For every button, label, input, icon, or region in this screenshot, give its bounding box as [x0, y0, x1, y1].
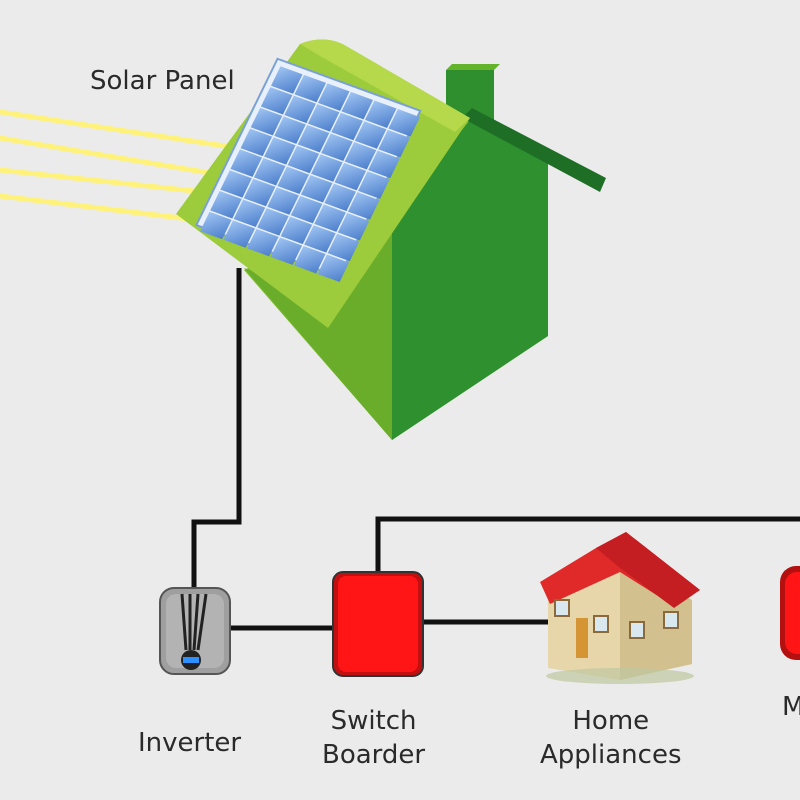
- meter-icon: [780, 566, 800, 660]
- solar-cell: [304, 225, 336, 253]
- solar-panel-label: Solar Panel: [90, 66, 235, 96]
- solar-cell: [200, 211, 232, 240]
- solar-cell: [297, 124, 330, 153]
- solar-cell: [270, 237, 303, 265]
- solar-cell: [287, 145, 320, 174]
- solar-cell: [280, 216, 313, 245]
- solar-cell: [368, 150, 400, 179]
- solar-cell: [274, 116, 306, 144]
- solar-cell: [260, 87, 293, 115]
- solar-panel-icon: [195, 57, 422, 283]
- solar-cell: [220, 170, 252, 198]
- inverter-icon: [159, 587, 231, 675]
- solar-cell: [341, 91, 374, 120]
- solar-cell: [243, 178, 276, 207]
- solar-cell: [267, 187, 299, 215]
- inverter-label: Inverter: [138, 728, 242, 758]
- solar-cell: [240, 128, 273, 157]
- solar-cell: [277, 166, 310, 194]
- wire-switch-to-meter: [375, 516, 800, 572]
- meter-label: M: [782, 692, 800, 722]
- solar-cell: [230, 149, 263, 177]
- solar-cell: [223, 220, 256, 248]
- solar-cell: [294, 245, 326, 274]
- solar-cell: [284, 95, 316, 124]
- wires: [191, 268, 800, 631]
- solar-cell: [294, 74, 327, 103]
- wire-panel-to-inverter: [191, 268, 242, 590]
- solar-cell: [264, 137, 296, 165]
- solar-cell: [210, 191, 242, 219]
- home-appliances-icon: [540, 532, 700, 684]
- switch-boarder-label: Switch Boarder: [322, 706, 426, 770]
- solar-cell: [337, 212, 370, 241]
- solar-cell: [321, 133, 353, 161]
- solar-cell: [358, 171, 390, 199]
- solar-cell: [290, 195, 323, 224]
- solar-cell: [307, 104, 340, 132]
- solar-cell: [317, 83, 350, 111]
- solar-cell: [233, 199, 266, 228]
- solar-cell: [271, 66, 303, 94]
- solar-cell: [327, 233, 360, 262]
- solar-cell: [354, 121, 387, 149]
- solar-cell: [314, 204, 346, 232]
- solar-cell: [344, 142, 377, 170]
- solar-cell: [331, 112, 363, 141]
- solar-cell: [300, 175, 333, 203]
- switch-board-icon: [332, 571, 424, 677]
- solar-cell: [317, 254, 350, 283]
- solar-cell: [250, 107, 283, 136]
- solar-cell: [334, 162, 367, 191]
- solar-cell: [347, 192, 380, 220]
- solar-cell: [378, 129, 410, 158]
- home-appliances-label: Home Appliances: [540, 706, 682, 770]
- solar-cell: [253, 157, 286, 186]
- solar-cell: [247, 228, 279, 257]
- solar-cell: [364, 100, 397, 128]
- solar-cell: [257, 208, 289, 236]
- solar-cell: [324, 183, 356, 212]
- sun-rays-icon: [0, 109, 241, 225]
- solar-cell: [311, 154, 343, 182]
- solar-cell: [388, 109, 421, 137]
